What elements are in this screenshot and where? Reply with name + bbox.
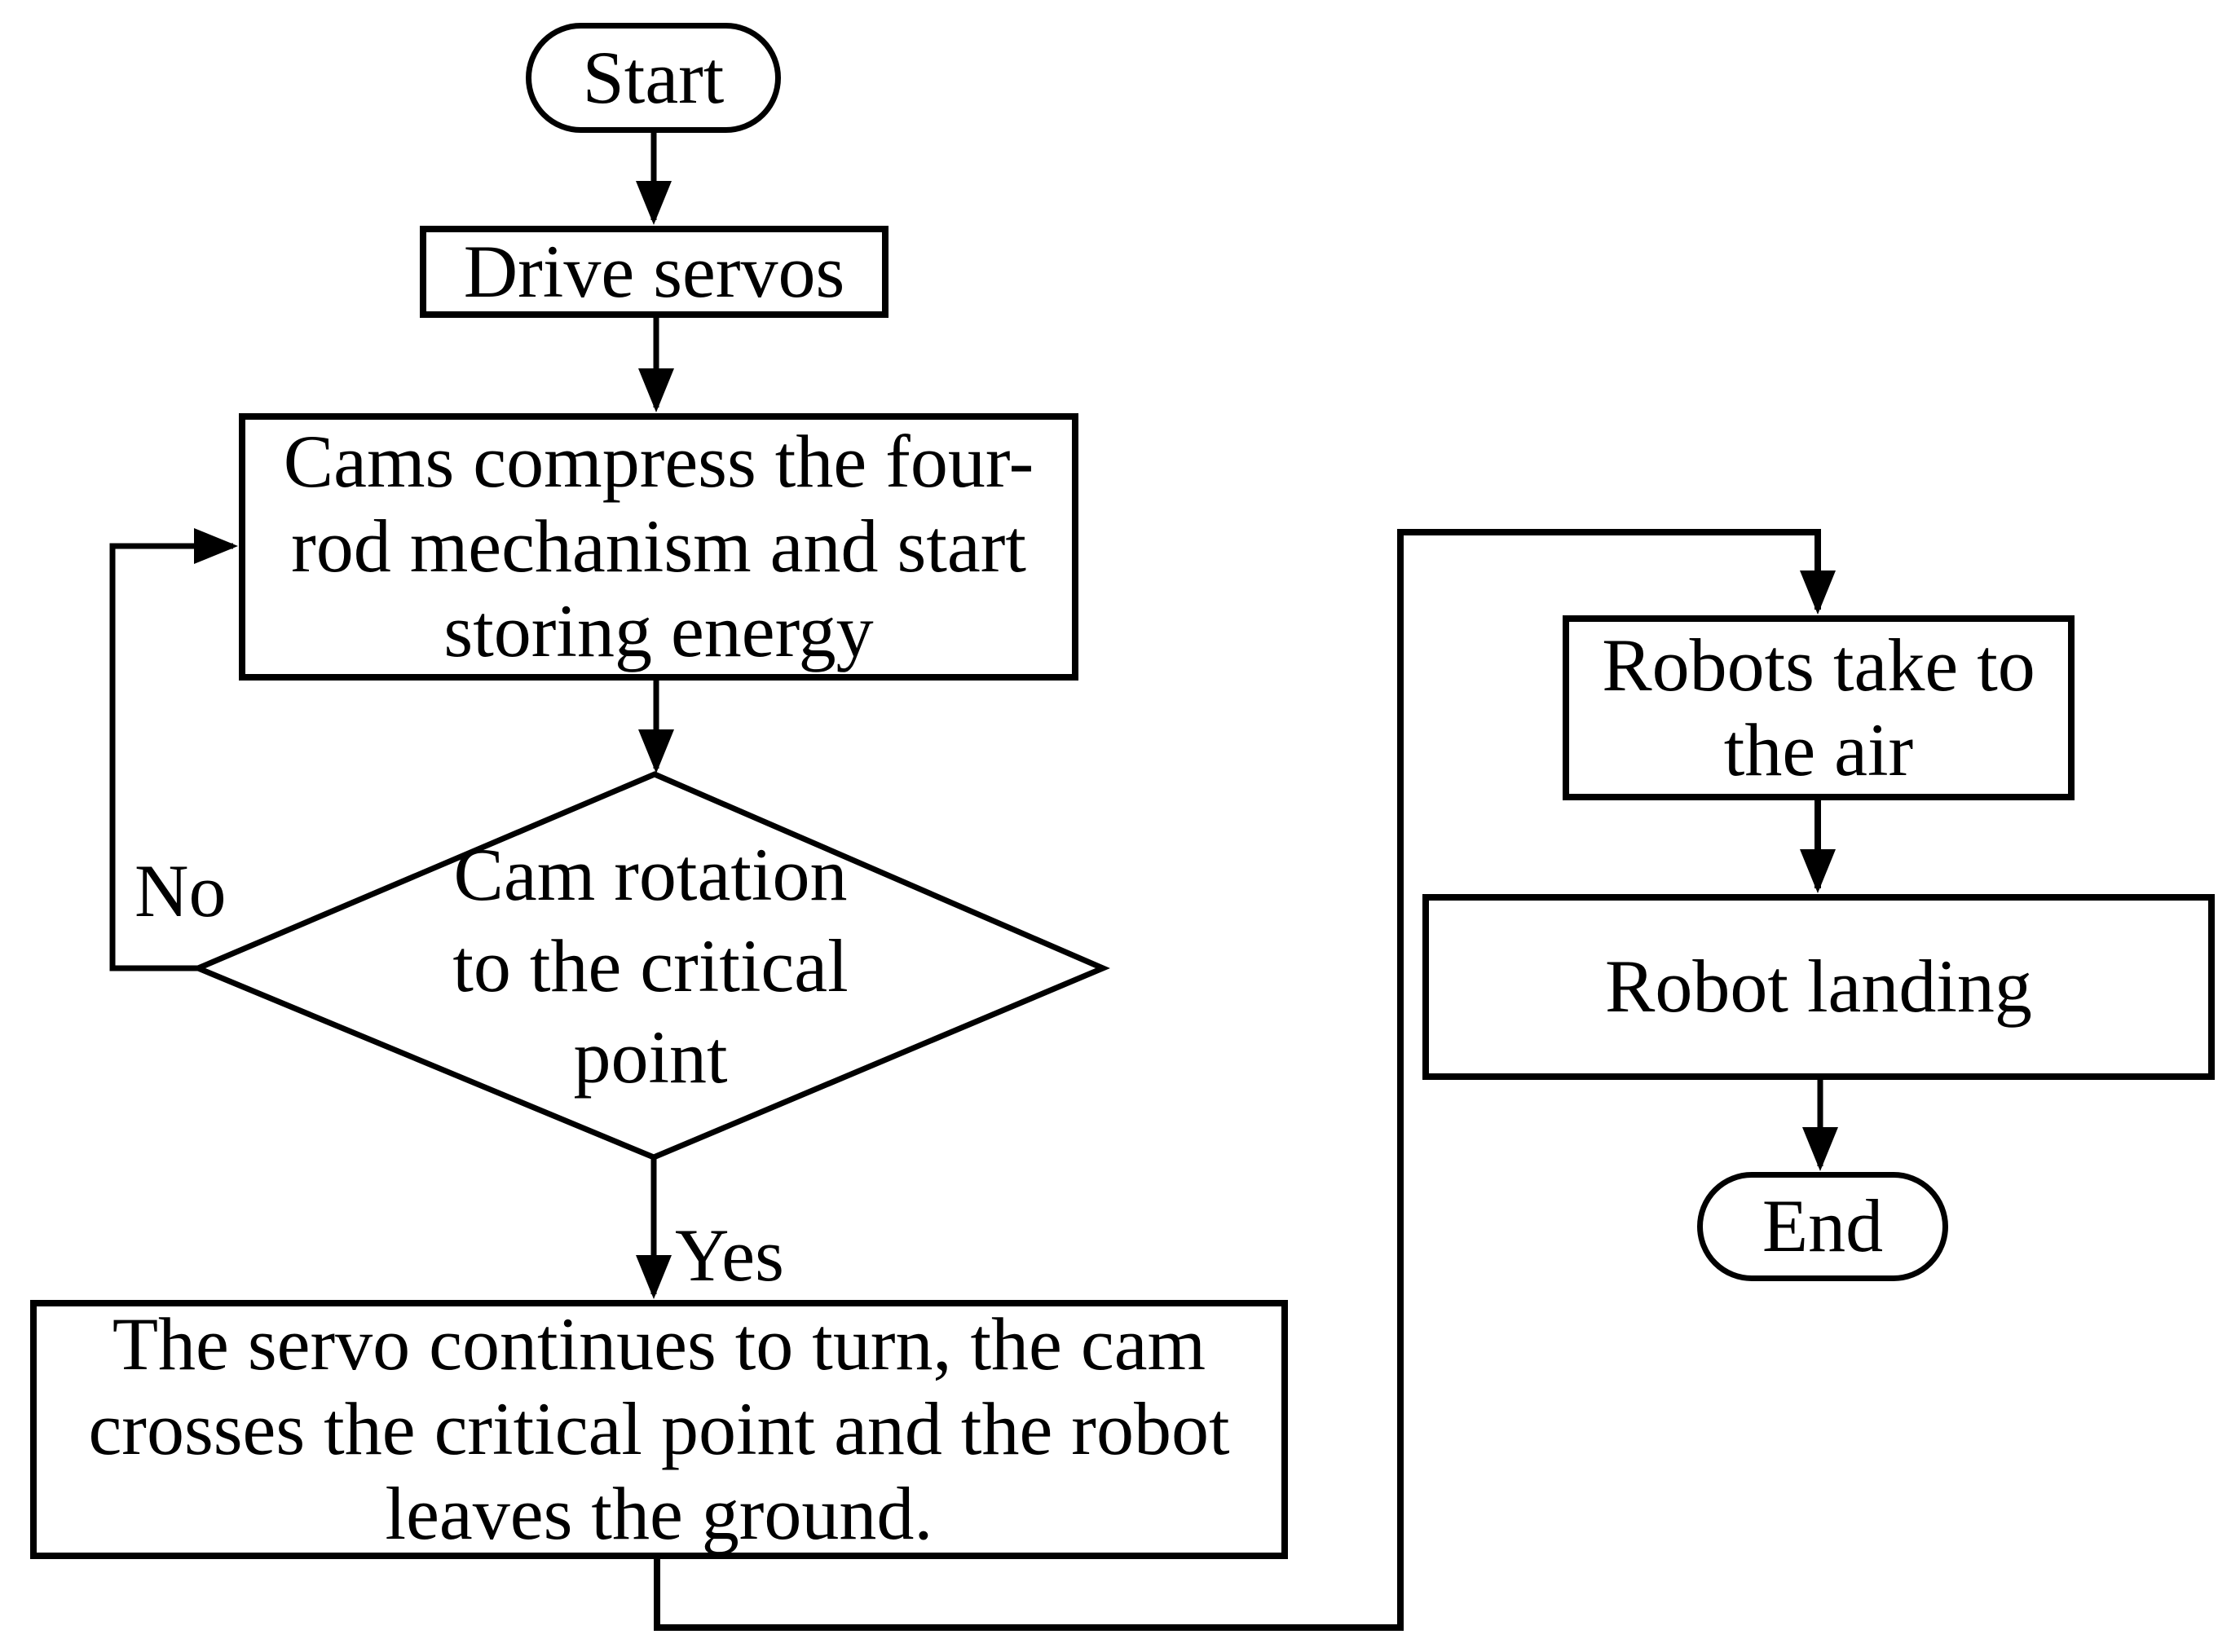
edge-decision-no-loop <box>109 528 238 971</box>
edge-servo-continues-to-robots-take-air <box>654 529 1836 1631</box>
node-end: End <box>1697 1172 1948 1281</box>
node-drive-servos-label: Drive servos <box>463 229 845 313</box>
node-cam-rotation-decision: Cam rotation to the critical point <box>365 829 936 1103</box>
node-robots-take-air: Robots take to the air <box>1563 615 2075 800</box>
node-robots-take-air-label: Robots take to the air <box>1602 623 2035 791</box>
node-drive-servos: Drive servos <box>420 226 889 318</box>
node-cams-compress: Cams compress the four- rod mechanism an… <box>239 413 1078 681</box>
edge-label-yes: Yes <box>675 1214 784 1297</box>
node-cams-compress-label: Cams compress the four- rod mechanism an… <box>283 420 1034 672</box>
edge-label-no: No <box>134 849 227 932</box>
node-robot-landing-label: Robot landing <box>1605 945 2032 1029</box>
node-servo-continues-label: The servo continues to turn, the cam cro… <box>88 1302 1230 1555</box>
node-start-label: Start <box>582 35 725 119</box>
decision-diamond-shape <box>190 771 1110 1161</box>
node-servo-continues: The servo continues to turn, the cam cro… <box>30 1300 1288 1559</box>
node-robot-landing: Robot landing <box>1422 894 2215 1080</box>
node-end-label: End <box>1762 1184 1884 1268</box>
node-cam-rotation-decision-label: Cam rotation to the critical point <box>452 832 849 1099</box>
node-start: Start <box>526 23 781 133</box>
